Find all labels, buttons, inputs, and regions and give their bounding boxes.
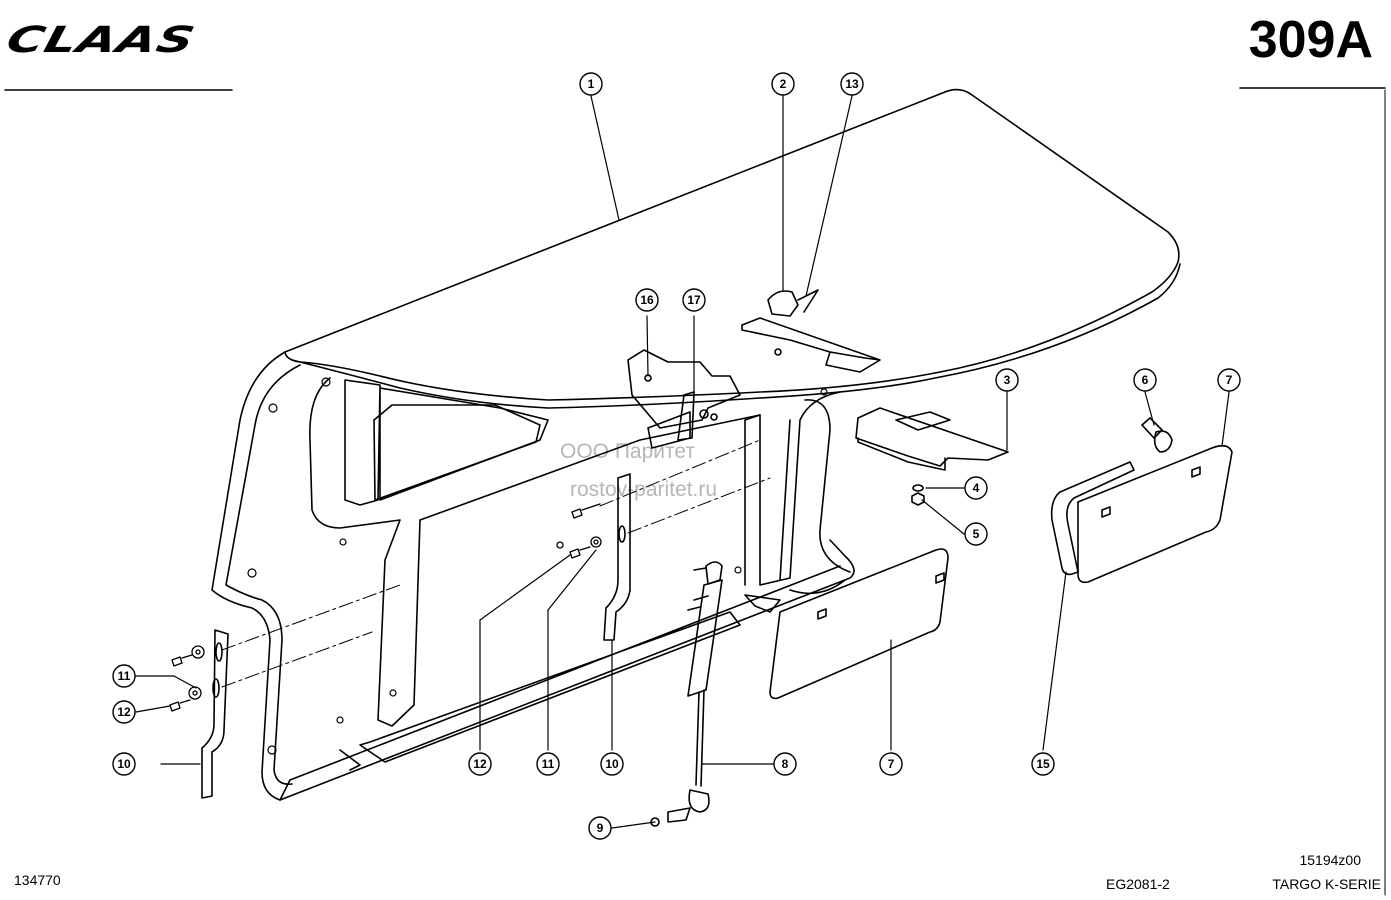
gas-strut-8-top	[693, 561, 723, 585]
callout-16: 16	[640, 293, 654, 307]
callout-5: 5	[973, 527, 980, 541]
assembly-axes	[221, 439, 771, 688]
side-panel-inner	[225, 364, 301, 786]
callout-17: 17	[687, 293, 701, 307]
lock-6	[1141, 417, 1173, 453]
gas-strut-8-bottom	[667, 789, 710, 823]
cover-plate-7-right-holes	[1101, 466, 1201, 518]
bracket-17	[627, 349, 741, 449]
bracket-17-washer	[699, 409, 709, 419]
side-panel-outer	[211, 351, 855, 801]
rear-window	[373, 404, 541, 501]
drawing-code: 15194z00	[1299, 852, 1361, 868]
bolts-washers-11-12	[169, 503, 602, 712]
callout-6: 6	[1142, 373, 1149, 387]
hinge-arm-10-slot-lower	[212, 678, 220, 698]
hood-top-edge	[291, 263, 1181, 409]
hinge-arm-10-left	[201, 629, 229, 799]
callout-7-right: 7	[1226, 373, 1233, 387]
callout-4: 4	[973, 481, 980, 495]
frame-right-post	[744, 399, 851, 586]
callout-8: 8	[782, 757, 789, 771]
series-name: TARGO K-SERIE	[1272, 876, 1381, 892]
rear-frame	[309, 377, 841, 727]
panel-bottom-flange	[279, 565, 841, 801]
callout-1: 1	[588, 77, 595, 91]
frame-bottom-rail	[744, 579, 846, 613]
bracket-17-nut	[710, 413, 718, 421]
latch-plate	[741, 317, 881, 373]
callout-bubbles	[112, 72, 1241, 840]
callout-15: 15	[1036, 757, 1050, 771]
callout-13: 13	[845, 77, 859, 91]
callout-2: 2	[780, 77, 787, 91]
nut-5	[911, 492, 925, 506]
cover-plate-7-left	[769, 548, 949, 700]
hinge-arm-10-center	[603, 473, 631, 641]
washer-4	[912, 484, 924, 492]
callout-11-left: 11	[118, 669, 131, 683]
latch-bracket-13	[767, 289, 819, 317]
striker-plate-3	[855, 407, 1009, 467]
seal-strip-15	[1050, 461, 1135, 576]
striker-lower	[857, 437, 946, 471]
sheet-number: 309A	[1248, 11, 1373, 69]
callout-10-center: 10	[605, 757, 619, 771]
callout-12-left: 12	[117, 705, 131, 719]
callout-9: 9	[597, 821, 604, 835]
gas-strut-8-rod	[695, 689, 705, 787]
callout-12-center: 12	[473, 757, 487, 771]
panel-rivets	[247, 377, 828, 755]
callout-10-left: 10	[117, 757, 131, 771]
callout-3: 3	[1004, 373, 1011, 387]
figure-code: EG2081-2	[1106, 876, 1170, 892]
hinge-arm-10-center-slot	[618, 525, 626, 543]
latch-plate-hole	[774, 348, 782, 356]
callout-11-center: 11	[542, 757, 555, 771]
watermark-url: rostov-paritet.ru	[570, 478, 718, 501]
callout-labels: 1 2 13 16 17 3 4 5 6 7 11 12 10 12 11 10…	[117, 77, 1232, 835]
cover-plate-7-left-holes	[817, 572, 945, 620]
hood-top-panel	[284, 88, 1180, 401]
cover-plate-7-right	[1077, 444, 1233, 584]
hinge-arm-10-slot-upper	[215, 642, 223, 662]
callout-7-left: 7	[888, 757, 895, 771]
leader-lines	[135, 95, 1230, 829]
doc-number: 134770	[14, 872, 61, 888]
